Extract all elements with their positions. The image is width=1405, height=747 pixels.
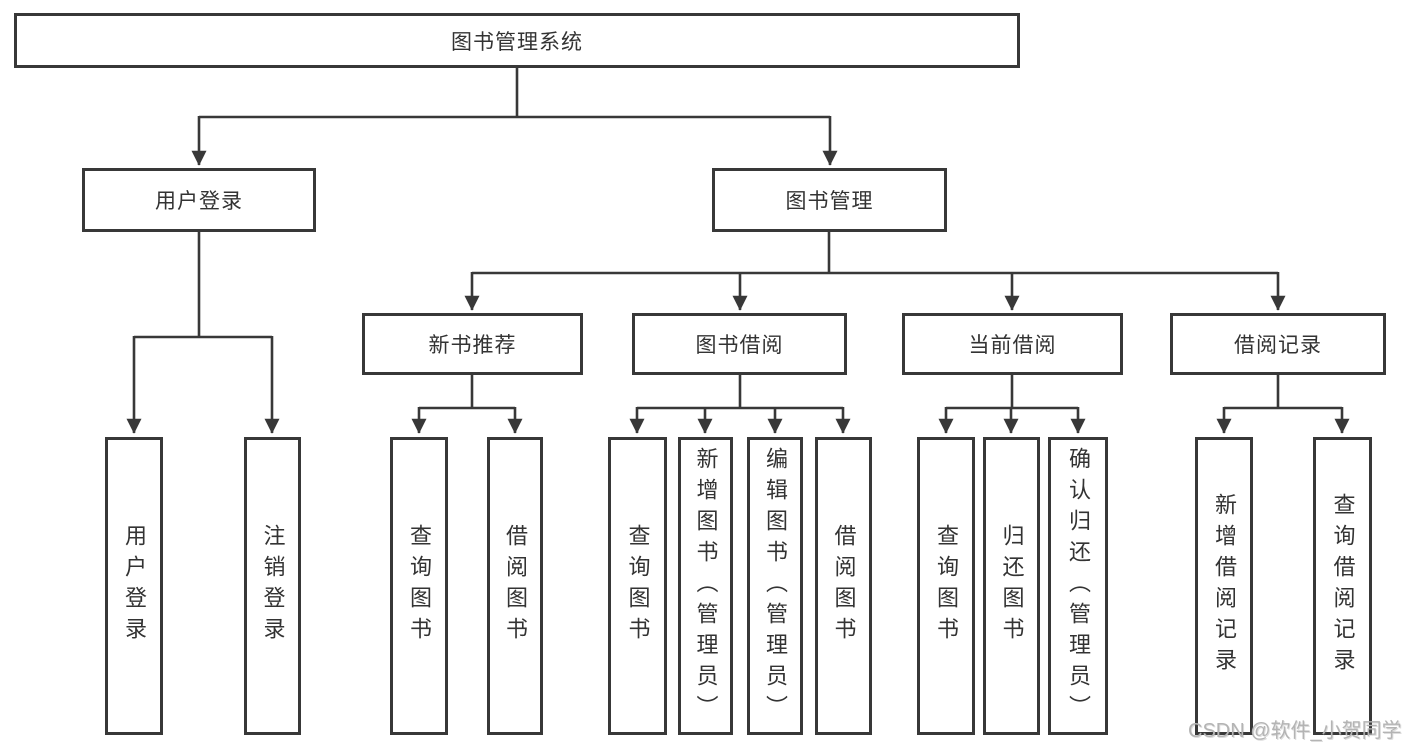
node-return-books: 归还图书	[983, 437, 1040, 735]
node-current-borrowing-label: 当前借阅	[968, 334, 1057, 357]
node-current-borrowing: 当前借阅	[902, 313, 1123, 375]
node-confirm-return-admin-label: 确认归还（管理员）	[1066, 446, 1091, 726]
node-add-books-admin-label: 新增图书（管理员）	[693, 446, 719, 726]
node-edit-books-admin: 编辑图书（管理员）	[747, 437, 803, 735]
node-query-books-borrowing: 查询图书	[608, 437, 667, 735]
node-borrowing-records-label: 借阅记录	[1234, 334, 1322, 357]
node-login: 用户登录	[105, 437, 163, 735]
node-borrowing-records: 借阅记录	[1170, 313, 1386, 375]
watermark-text: CSDN @软件_小贺同学	[1188, 720, 1402, 742]
node-book-management: 图书管理	[712, 168, 947, 232]
node-query-books-current-label: 查询图书	[934, 524, 959, 648]
node-library-system-label: 图书管理系统	[451, 30, 583, 54]
node-login-label: 用户登录	[122, 524, 147, 648]
node-new-book-recommend: 新书推荐	[362, 313, 583, 375]
node-query-borrow-record: 查询借阅记录	[1313, 437, 1372, 735]
node-library-system: 图书管理系统	[14, 13, 1020, 68]
node-user-login-label: 用户登录	[155, 190, 243, 213]
node-query-books-recommend: 查询图书	[390, 437, 448, 735]
node-query-books-recommend-label: 查询图书	[407, 524, 432, 648]
node-book-management-label: 图书管理	[785, 190, 874, 213]
node-logout-label: 注销登录	[260, 524, 286, 648]
node-book-borrowing: 图书借阅	[632, 313, 847, 375]
node-new-book-recommend-label: 新书推荐	[428, 334, 517, 357]
node-borrow-books-recommend: 借阅图书	[487, 437, 543, 735]
node-borrow-books-recommend-label: 借阅图书	[503, 524, 528, 648]
node-add-borrow-record-label: 新增借阅记录	[1212, 493, 1237, 679]
node-borrow-books: 借阅图书	[815, 437, 872, 735]
node-query-books-current: 查询图书	[917, 437, 975, 735]
node-add-borrow-record: 新增借阅记录	[1195, 437, 1253, 735]
node-book-borrowing-label: 图书借阅	[695, 334, 784, 357]
node-query-borrow-record-label: 查询借阅记录	[1330, 493, 1356, 679]
node-query-books-borrowing-label: 查询图书	[625, 524, 651, 648]
node-return-books-label: 归还图书	[999, 524, 1025, 648]
node-logout: 注销登录	[244, 437, 301, 735]
node-edit-books-admin-label: 编辑图书（管理员）	[763, 446, 788, 726]
node-add-books-admin: 新增图书（管理员）	[678, 437, 733, 735]
node-confirm-return-admin: 确认归还（管理员）	[1048, 437, 1108, 735]
node-borrow-books-label: 借阅图书	[831, 524, 857, 648]
node-user-login: 用户登录	[82, 168, 316, 232]
